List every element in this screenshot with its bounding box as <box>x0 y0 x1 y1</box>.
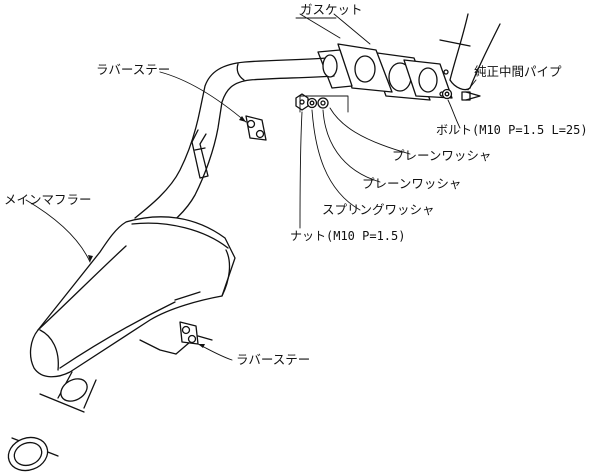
tail-pipe <box>7 371 97 472</box>
spring-washer-label: スプリングワッシャ <box>322 202 435 217</box>
gasket-flange <box>337 43 453 101</box>
rubber-stay-bottom-label: ラバーステー <box>236 352 311 367</box>
bolt-label: ボルト(M10 P=1.5 L=25) <box>436 123 588 137</box>
plain-washer-2-label: プレーンワッシャ <box>362 176 462 191</box>
rubber-stay-bottom-part <box>179 321 213 345</box>
rubber-stay-top-label: ラバーステー <box>96 62 171 77</box>
fasteners-right <box>441 88 481 101</box>
leader-arrowheads <box>88 116 246 348</box>
plain-washer-1-label: プレーンワッシャ <box>392 148 492 163</box>
gasket-label: ガスケット <box>300 2 363 17</box>
rubber-stay-top-part <box>245 115 267 141</box>
oem-mid-pipe <box>439 13 501 91</box>
nut-label: ナット(M10 P=1.5) <box>290 229 406 243</box>
main-muffler <box>29 216 236 378</box>
oem-mid-pipe-label: 純正中間パイプ <box>474 64 562 79</box>
exhaust-pipe <box>134 49 353 231</box>
fasteners-left <box>295 93 329 111</box>
main-muffler-label: メインマフラー <box>4 192 92 207</box>
leader-lines <box>25 13 477 361</box>
